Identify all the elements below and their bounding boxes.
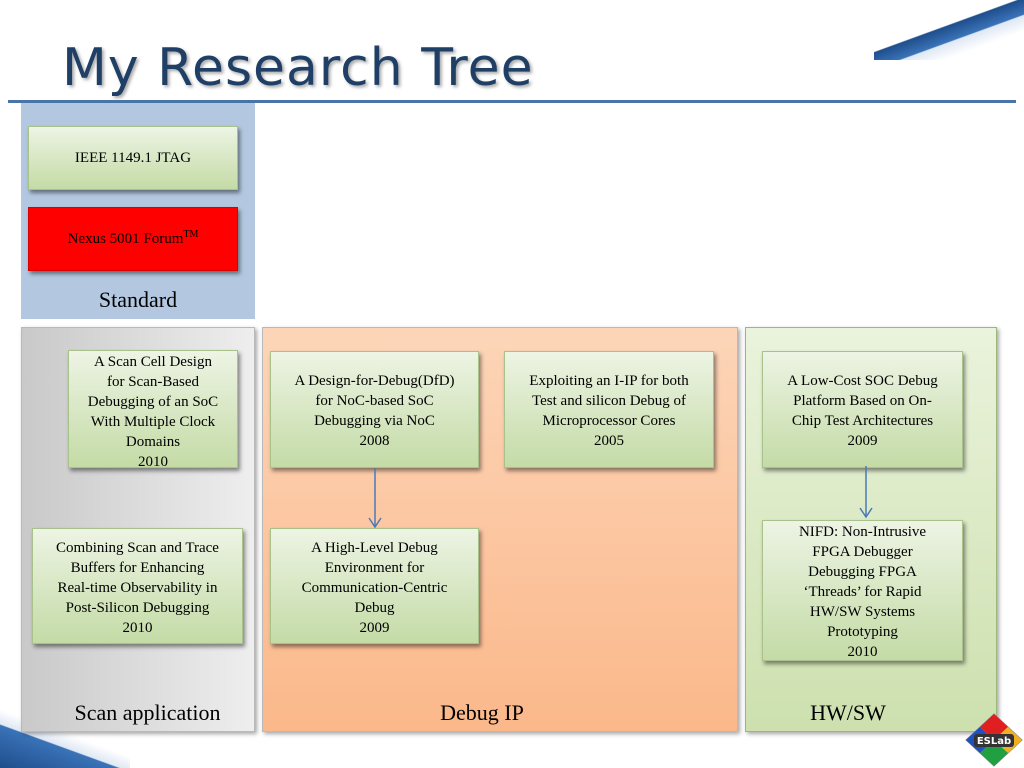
dfd-line: A Design-for-Debug(DfD) (294, 373, 455, 389)
combining-year: 2010 (122, 620, 153, 636)
page-title: My Research Tree (62, 38, 534, 98)
highlevel-line: Environment for (324, 560, 425, 576)
combining-line: Buffers for Enhancing (70, 560, 205, 576)
highlevel-line: A High-Level Debug (311, 540, 438, 556)
highlevel-year: 2009 (359, 620, 390, 636)
combining-line: Post-Silicon Debugging (65, 600, 210, 616)
scan-cell-year: 2010 (138, 454, 168, 470)
nexus-box: Nexus 5001 ForumTM (28, 207, 238, 271)
nifd-line: Debugging FPGA (808, 564, 917, 580)
scan-cell-box: A Scan Cell Design for Scan-Based Debugg… (68, 350, 238, 470)
lowcost-line: A Low-Cost SOC Debug (787, 373, 938, 389)
combining-scan-trace-box: Combining Scan and Trace Buffers for Enh… (32, 528, 243, 644)
nifd-box: NIFD: Non-Intrusive FPGA Debugger Debugg… (762, 520, 963, 661)
iip-year: 2005 (594, 433, 624, 449)
high-level-debug-box: A High-Level Debug Environment for Commu… (270, 528, 479, 644)
nifd-line: FPGA Debugger (812, 544, 913, 560)
iip-line: Test and silicon Debug of (532, 393, 686, 409)
nifd-line: ‘Threads’ for Rapid (803, 584, 922, 600)
dfd-to-highlevel-arrow (368, 468, 382, 529)
lowcost-year: 2009 (847, 433, 878, 449)
corner-decoration-top-right (874, 0, 1024, 60)
debug-ip-label: Debug IP (440, 700, 524, 725)
scan-cell-line: Debugging of an SoC (87, 394, 219, 410)
dfd-noc-box: A Design-for-Debug(DfD) for NoC-based So… (270, 351, 479, 468)
jtag-box: IEEE 1149.1 JTAG (28, 126, 238, 190)
scan-cell-line: A Scan Cell Design (94, 354, 212, 370)
combining-line: Real-time Observability in (57, 580, 218, 596)
jtag-box-text: IEEE 1149.1 JTAG (74, 149, 192, 166)
combining-line: Combining Scan and Trace (56, 540, 219, 556)
dfd-year: 2008 (359, 433, 390, 449)
nifd-line: HW/SW Systems (809, 604, 916, 620)
nifd-line: Prototyping (827, 624, 898, 640)
lowcost-to-nifd-arrow (859, 466, 873, 519)
iip-line: Microprocessor Cores (542, 413, 676, 429)
nexus-box-text: Nexus 5001 ForumTM (68, 229, 199, 249)
lowcost-line: Platform Based on On- (793, 393, 932, 409)
dfd-line: for NoC-based SoC (315, 393, 434, 409)
lowcost-line: Chip Test Architectures (791, 413, 934, 429)
eslab-logo: ESLab (965, 713, 1023, 767)
trademark-mark: TM (183, 228, 199, 240)
dfd-line: Debugging via NoC (314, 413, 435, 429)
scan-cell-line: With Multiple Clock (90, 414, 216, 430)
nifd-line: NIFD: Non-Intrusive (798, 524, 927, 540)
standard-panel-label: Standard (98, 287, 178, 312)
highlevel-line: Debug (354, 600, 395, 616)
highlevel-line: Communication-Centric (301, 580, 448, 596)
hwsw-label: HW/SW (810, 700, 886, 725)
low-cost-soc-box: A Low-Cost SOC Debug Platform Based on O… (762, 351, 963, 468)
eslab-logo-text: ESLab (977, 736, 1011, 747)
scan-application-label: Scan application (74, 700, 221, 725)
nexus-box-label: Nexus 5001 Forum (67, 230, 184, 247)
iip-box: Exploiting an I-IP for both Test and sil… (504, 351, 714, 468)
nifd-year: 2010 (847, 644, 878, 660)
iip-line: Exploiting an I-IP for both (529, 373, 689, 389)
title-divider (8, 100, 1016, 103)
scan-cell-line: Domains (125, 434, 181, 450)
scan-cell-line: for Scan-Based (106, 374, 200, 390)
